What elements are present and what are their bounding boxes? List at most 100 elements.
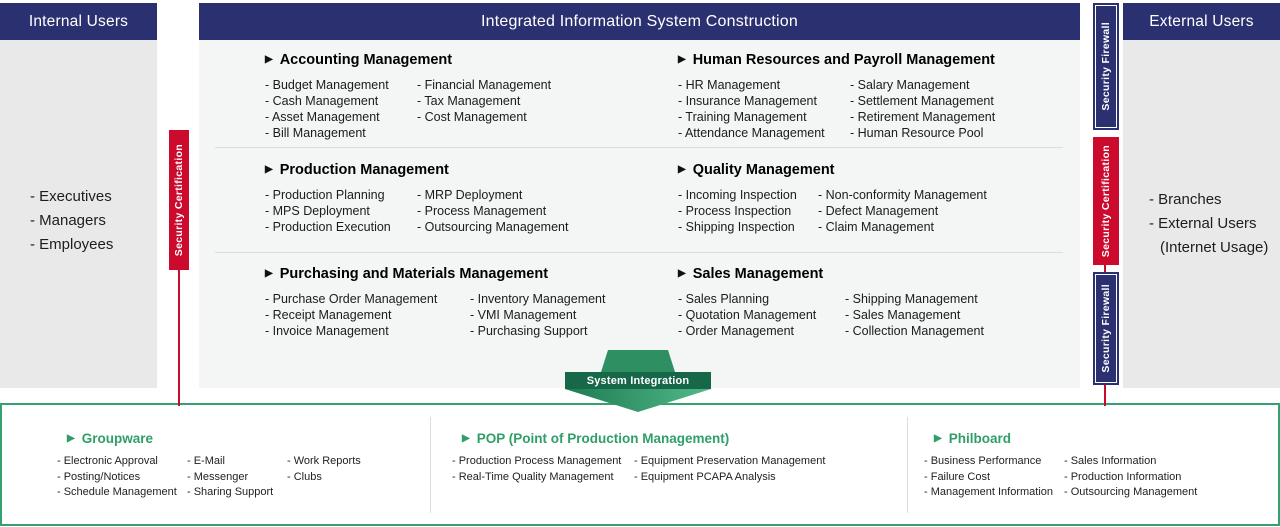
module-item-column: - HR Management- Insurance Management- T… [678,77,850,141]
triangle-icon: ▶ [67,432,75,444]
module-item-column: - Purchase Order Management- Receipt Man… [265,291,470,339]
module-item: - Sales Management [845,308,961,322]
section-divider [907,417,908,513]
section-pop: ▶ POP (Point of Production Management) -… [452,431,825,485]
module-item: - Process Inspection [678,204,792,218]
section-item-column: - Production Process Management - Real-Ti… [452,454,634,485]
down-arrow-icon [565,350,711,412]
module-item-column: - Production Planning- MPS Deployment- P… [265,187,417,235]
module-title: ▶ Purchasing and Materials Management [265,266,606,282]
module-item: - Process Management [417,204,547,218]
section-item: - Business Performance [924,455,1042,467]
module-item: - Tax Management [417,94,521,108]
section-item: - Management Information [924,486,1054,498]
module-item: - Collection Management [845,324,984,338]
section-item-column: - Equipment Preservation Management - Equ… [634,454,825,485]
module-item-column: - Budget Management- Cash Management- As… [265,77,417,141]
module-item-column: - Incoming Inspection - Process Inspectio… [678,187,818,235]
section-item: - Posting/Notices [57,470,141,483]
module-item: - MRP Deployment [417,188,523,202]
section-item: - Schedule Management [57,486,177,498]
external-user-item: - External Users [1149,215,1257,232]
module-title: ▶ Quality Management [678,162,987,178]
module-item: - Shipping Inspection [678,220,795,234]
module-item-column: - Inventory Management- VMI Management- … [470,291,606,339]
module-item: - Financial Management [417,78,552,92]
section-item-column: - Work Reports- Clubs [287,454,361,501]
module-purchasing-materials: ▶ Purchasing and Materials Management - … [265,266,606,339]
module-hr-payroll: ▶ Human Resources and Payroll Management… [678,52,995,141]
module-title-text: Production Management [279,162,449,178]
module-production: ▶ Production Management - Production Pla… [265,162,568,235]
external-user-item: - Branches [1149,191,1222,208]
module-item: - Retirement Management [850,110,996,124]
module-item-column: - Sales Planning - Quotation Management - … [678,291,845,339]
triangle-icon: ▶ [462,432,470,444]
module-item: - Order Management [678,324,795,338]
module-item: - Incoming Inspection [678,188,797,202]
module-item: - Production Execution [265,220,391,234]
section-item: - Production Process Management [452,455,622,467]
triangle-icon: ▶ [265,54,273,65]
section-item: - Electronic Approval [57,455,158,467]
row-divider [215,252,1063,253]
triangle-icon: ▶ [678,164,686,175]
system-construction-header: Integrated Information System Constructi… [199,3,1080,40]
module-title-text: Human Resources and Payroll Management [692,52,995,68]
module-item: - Attendance Management [678,126,825,140]
triangle-icon: ▶ [265,164,273,175]
module-item: - Salary Management [850,78,970,92]
security-certification-label: Security Certification [173,143,185,257]
system-integration-label: System Integration [586,374,690,387]
module-item: - MPS Deployment [265,204,370,218]
module-item: - Claim Management [818,220,935,234]
section-item-column: - Electronic Approval - Posting/Notices - … [57,454,187,501]
section-item: - Equipment Preservation Management [634,455,826,467]
module-item: - Sales Planning [678,292,770,306]
section-item-column: - Sales Information - Production Informat… [1064,454,1197,501]
section-divider [430,417,431,513]
section-item: - Production Information [1064,470,1182,483]
module-item-column: - Financial Management - Tax Management - … [417,77,551,141]
section-item: - Sharing Support [187,486,274,498]
module-item: - Inventory Management [470,292,606,306]
module-item-column: - Non-conformity Management - Defect Mana… [818,187,987,235]
section-item: - Real-Time Quality Management [452,470,614,483]
internal-users-panel: - Executives- Managers- Employees [0,40,157,388]
section-item: - Sales Information [1064,455,1157,467]
triangle-icon: ▶ [934,432,942,444]
module-item: - Bill Management [265,126,366,140]
row-divider [215,147,1063,148]
section-groupware: ▶ Groupware - Electronic Approval- Posti… [57,431,361,501]
section-philboard: ▶ Philboard - Business Performance- Fail… [924,431,1197,501]
module-item: - Non-conformity Management [818,188,987,202]
module-item: - Defect Management [818,204,939,218]
module-quality: ▶ Quality Management - Incoming Inspecti… [678,162,987,235]
module-item: - Cost Management [417,110,527,124]
module-title-text: Quality Management [692,162,835,178]
support-systems-panel: ▶ Groupware - Electronic Approval- Posti… [0,403,1280,526]
module-title: ▶ Sales Management [678,266,984,282]
module-title: ▶ Human Resources and Payroll Management [678,52,995,68]
section-item: - Equipment PCAPA Analysis [634,470,776,483]
security-certification-bar: Security Certification [1093,137,1119,265]
security-firewall-bar: Security Firewall [1093,3,1119,130]
module-title-text: Accounting Management [279,52,453,68]
module-item: - Budget Management [265,78,389,92]
module-item: - Training Management [678,110,807,124]
module-title-text: Sales Management [692,266,824,282]
section-item: - Outsourcing Management [1064,486,1198,498]
security-firewall-bar: Security Firewall [1093,272,1119,385]
module-item: - Shipping Management [845,292,978,306]
module-title-text: Purchasing and Materials Management [279,266,549,282]
section-item-column: - E-Mail- Messenger- Sharing Support [187,454,287,501]
module-item-column: - Salary Management- Settlement Manageme… [850,77,995,141]
internal-user-item: - Executives [30,188,112,205]
security-certification-label: Security Certification [1100,144,1112,258]
internal-user-item: - Managers [30,212,106,229]
section-title-text: Philboard [948,431,1011,446]
security-firewall-label: Security Firewall [1100,284,1112,373]
triangle-icon: ▶ [265,268,273,279]
module-item: - Quotation Management [678,308,817,322]
